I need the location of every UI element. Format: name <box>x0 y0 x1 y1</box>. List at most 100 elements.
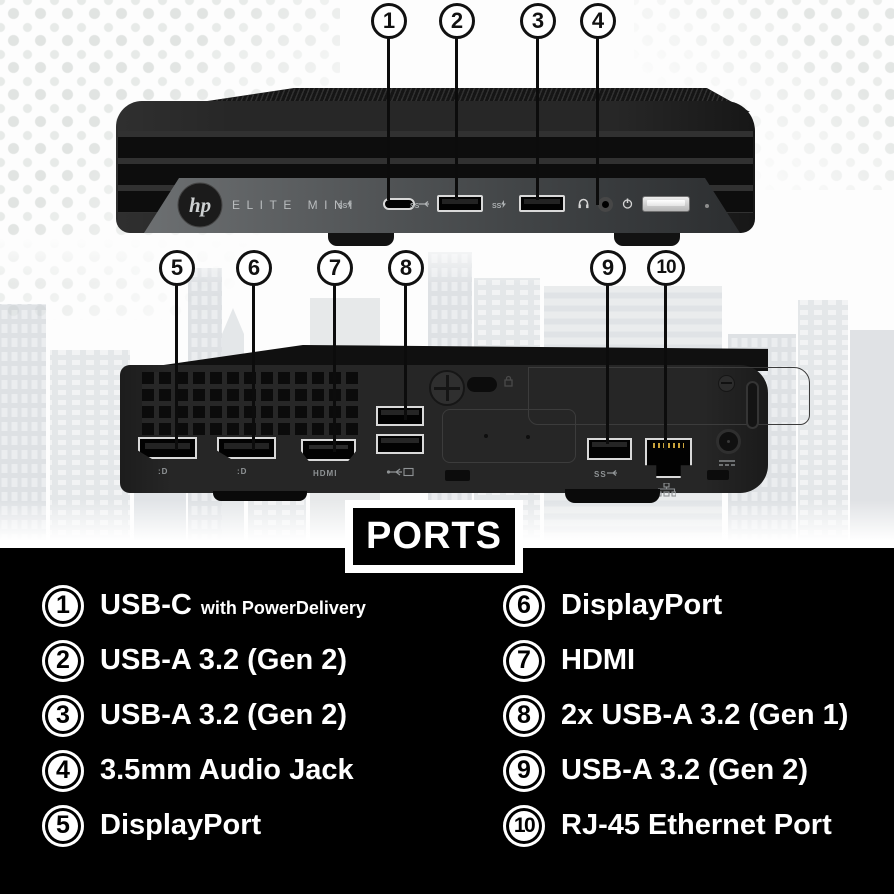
headphone-icon <box>578 198 589 209</box>
legend-item-5: 5 DisplayPort <box>42 798 366 853</box>
legend-section <box>0 548 894 894</box>
kensington-slot <box>467 377 497 392</box>
legend-label-8: 2x USB-A 3.2 (Gen 1) <box>561 699 849 731</box>
usb-a-port-rear-3 <box>587 438 632 460</box>
superspeed-charge-mark: SS <box>492 200 507 210</box>
callout-line-10 <box>664 284 667 450</box>
callout-5: 5 <box>159 250 195 286</box>
legend-item-8: 8 2x USB-A 3.2 (Gen 1) <box>503 688 848 743</box>
displayport-port-1 <box>138 437 197 459</box>
audio-jack <box>598 197 613 212</box>
device-foot <box>565 489 660 503</box>
displayport-icon: :D <box>158 467 169 476</box>
legend-label-2: USB-A 3.2 (Gen 2) <box>100 644 348 676</box>
legend-label-6: DisplayPort <box>561 589 723 621</box>
back-view-device: :D :D HDMI SS <box>120 345 810 503</box>
callout-3: 3 <box>520 3 556 39</box>
legend-number-1: 1 <box>42 584 84 627</box>
padlock-loop <box>746 381 759 429</box>
legend-item-2: 2 USB-A 3.2 (Gen 2) <box>42 633 366 688</box>
legend-label-9: USB-A 3.2 (Gen 2) <box>561 754 809 786</box>
callout-line-8 <box>404 284 407 420</box>
kensington-lock-icon <box>504 375 513 387</box>
panel-seam <box>528 367 810 425</box>
legend-label-5: DisplayPort <box>100 809 262 841</box>
power-icon <box>622 198 633 209</box>
dc-power-connector <box>716 429 741 454</box>
hp-logo: hp <box>177 182 223 228</box>
superspeed-mark: SS <box>410 200 431 210</box>
legend-item-9: 9 USB-A 3.2 (Gen 2) <box>503 743 848 798</box>
legend-sublabel-1: with PowerDelivery <box>200 598 366 618</box>
callout-1: 1 <box>371 3 407 39</box>
legend-column-right: 6 DisplayPort 7 HDMI 8 2x USB-A 3.2 (Gen… <box>503 578 848 853</box>
callout-10: 10 <box>647 250 685 286</box>
ports-title: PORTS <box>366 515 502 557</box>
usb-trident-icon <box>419 201 430 207</box>
legend-number-7: 7 <box>503 639 545 682</box>
callout-8: 8 <box>388 250 424 286</box>
legend-item-6: 6 DisplayPort <box>503 578 848 633</box>
callout-9: 9 <box>590 250 626 286</box>
chassis-screw <box>718 375 735 392</box>
screw-dot <box>526 435 530 439</box>
rear-vent-grid <box>142 372 360 435</box>
power-led <box>705 204 709 208</box>
legend-item-3: 3 USB-A 3.2 (Gen 2) <box>42 688 366 743</box>
legend-number-2: 2 <box>42 639 84 682</box>
device-foot <box>328 233 394 246</box>
usb-trident-icon <box>386 467 414 477</box>
usb-a-port-rear-2 <box>376 434 424 454</box>
callout-line-4 <box>596 38 599 205</box>
legend-number-5: 5 <box>42 804 84 847</box>
legend-number-9: 9 <box>503 749 545 792</box>
screw-dot <box>484 434 488 438</box>
superspeed-charge-mark: SS <box>338 200 353 210</box>
legend-label-1: USB-C <box>100 589 192 621</box>
callout-line-6 <box>252 284 255 450</box>
lightning-icon <box>347 200 353 208</box>
device-foot <box>213 491 307 501</box>
usb-a-port-front-2 <box>519 195 565 212</box>
callout-line-9 <box>606 284 609 444</box>
power-button <box>642 196 690 212</box>
panel-seam <box>442 409 576 463</box>
callout-7: 7 <box>317 250 353 286</box>
callout-4: 4 <box>580 3 616 39</box>
callout-line-1 <box>387 38 390 200</box>
hdmi-port <box>301 439 356 461</box>
callout-line-2 <box>455 38 458 200</box>
background-fade <box>0 238 894 284</box>
displayport-port-2 <box>217 437 276 459</box>
usb-a-port-front-1 <box>437 195 483 212</box>
front-port-panel: hp ELITE MINI SS SS SS <box>144 178 740 233</box>
legend-number-4: 4 <box>42 749 84 792</box>
callout-line-5 <box>175 284 178 450</box>
svg-text:hp: hp <box>189 193 211 217</box>
legend-label-4: 3.5mm Audio Jack <box>100 754 354 786</box>
legend-column-left: 1 USB-C with PowerDelivery 2 USB-A 3.2 (G… <box>42 578 366 853</box>
model-label: ELITE MINI <box>232 198 360 212</box>
hdmi-label: HDMI <box>313 469 338 478</box>
thumbscrew <box>429 370 465 406</box>
legend-item-1: 1 USB-C with PowerDelivery <box>42 578 366 633</box>
callout-6: 6 <box>236 250 272 286</box>
legend-item-7: 7 HDMI <box>503 633 848 688</box>
legend-number-6: 6 <box>503 584 545 627</box>
device-foot <box>614 233 680 246</box>
ports-title-box: PORTS <box>345 500 523 573</box>
lightning-icon <box>501 200 507 208</box>
usb-trident-icon <box>606 470 617 476</box>
callout-2: 2 <box>439 3 475 39</box>
front-view-device: hp ELITE MINI SS SS SS <box>116 88 755 250</box>
legend-number-10: 10 <box>503 804 545 847</box>
legend-number-3: 3 <box>42 694 84 737</box>
legend-item-4: 4 3.5mm Audio Jack <box>42 743 366 798</box>
chassis-slot <box>445 470 470 481</box>
usb-c-port <box>383 198 415 210</box>
legend-label-3: USB-A 3.2 (Gen 2) <box>100 699 348 731</box>
legend-item-10: 10 RJ-45 Ethernet Port <box>503 798 848 853</box>
legend-label-7: HDMI <box>561 644 636 676</box>
dc-power-icon <box>719 460 735 466</box>
